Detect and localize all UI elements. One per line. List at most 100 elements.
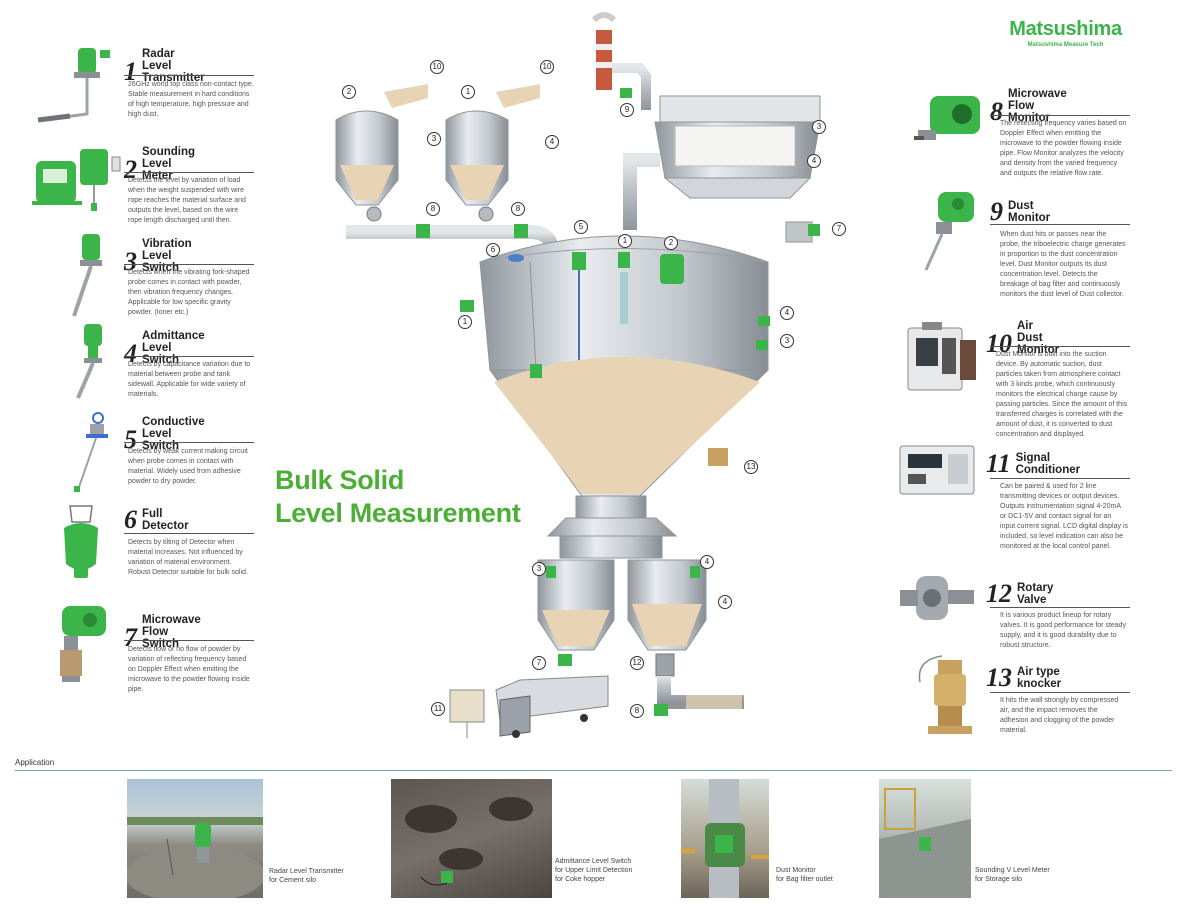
application-caption: Sounding V Level Meter for Storage silo: [975, 866, 1050, 884]
flow-monitor-image: [914, 96, 980, 140]
item-title-line2: Air type knocker: [1017, 666, 1062, 690]
application-photo-coke-hopper: [391, 779, 552, 898]
caption-line: for Coke hopper: [555, 876, 606, 883]
callout-badge: 6: [486, 243, 500, 257]
item-number: 10: [986, 329, 1012, 358]
callout-badge: 1: [461, 85, 475, 99]
application-divider: [15, 770, 1172, 771]
item-divider: [990, 692, 1130, 693]
item-description: It is various product lineup for rotary …: [1000, 612, 1127, 649]
item-title-line1: Microwave: [142, 614, 201, 626]
caption-line: for Cement silo: [269, 877, 317, 884]
item-number: 3: [124, 247, 137, 276]
dust-monitor-image: [924, 192, 974, 271]
callout-badge: 8: [511, 202, 525, 216]
callout-badge: 9: [620, 103, 634, 117]
item-number: 4: [124, 339, 137, 368]
item-number: 11: [986, 449, 1011, 478]
item-divider: [124, 533, 254, 534]
callout-badge: 3: [427, 132, 441, 146]
callout-badge: 3: [532, 562, 546, 576]
page-title-line2: Level Measurement: [275, 498, 521, 528]
item-number: 12: [986, 579, 1012, 608]
item-number: 2: [124, 155, 137, 184]
callout-badge: 1: [458, 315, 472, 329]
item-title-line2: Flow Switch: [142, 626, 180, 650]
item-description: Detects by capacitance variation due to …: [128, 361, 251, 398]
plant-illustration: [335, 12, 821, 738]
item-number: 6: [124, 505, 137, 534]
admittance-switch-image: [76, 324, 102, 399]
page-title-line1: Bulk Solid: [275, 465, 405, 495]
brand-tagline: Matsushima Measure Tech: [1027, 42, 1104, 48]
item-number: 7: [124, 623, 137, 652]
item-title-line2: Signal Conditioner: [1015, 452, 1081, 476]
application-label: Application: [15, 758, 55, 767]
application-photo-cement-silo: [127, 779, 263, 898]
callout-badge: 4: [545, 135, 559, 149]
item-title-line2: Full Detector: [142, 508, 189, 532]
callout-badge: 7: [532, 656, 546, 670]
item-title-line1: Microwave: [1008, 88, 1067, 100]
callout-badge: 10: [430, 60, 444, 74]
application-caption: Dust Monitor for Bag filter outlet: [776, 866, 833, 884]
item-title-line2: Air Dust Monitor: [1017, 320, 1060, 356]
callout-badge: 2: [342, 85, 356, 99]
callout-badge: 4: [780, 306, 794, 320]
callout-badge: 5: [574, 220, 588, 234]
item-divider: [124, 172, 254, 173]
conductive-switch-image: [74, 412, 108, 492]
item-divider: [124, 264, 254, 265]
item-title-line2: Level Switch: [142, 428, 180, 452]
item-divider: [124, 356, 254, 357]
item-title-line1: Conductive: [142, 416, 205, 428]
callout-badge: 2: [664, 236, 678, 250]
callout-badge: 4: [700, 555, 714, 569]
callout-badge: 1: [618, 234, 632, 248]
item-divider: [990, 224, 1130, 225]
sounding-meter-image: [32, 149, 121, 211]
item-title-line2: Dust Monitor: [1008, 200, 1051, 224]
full-detector-image: [64, 505, 98, 578]
item-divider: [990, 115, 1130, 116]
caption-line: Admittance Level Switch: [555, 858, 632, 865]
callout-badge: 3: [812, 120, 826, 134]
item-description: Can be paired & used for 2 line transmit…: [1000, 483, 1129, 550]
item-number: 5: [124, 425, 137, 454]
radar-transmitter-image: [37, 48, 110, 123]
caption-line: Radar Level Transmitter: [269, 868, 344, 875]
item-divider: [124, 75, 254, 76]
item-description: 26GHz world top class non-contact type. …: [128, 81, 254, 118]
caption-line: for Bag filter outlet: [776, 876, 833, 883]
brand-logo: Matsushima Matsushima Measure Tech: [998, 18, 1133, 48]
item-description: Detects by tilting of Detector when mate…: [128, 539, 248, 576]
caption-line: for Upper Limit Detection: [555, 867, 633, 874]
callout-badge: 4: [718, 595, 732, 609]
item-description: It hits the wall strongly by compressed …: [1000, 697, 1119, 734]
item-description: Dust Monitor is built into the suction d…: [996, 351, 1128, 438]
page-title: Bulk Solid Level Measurement: [275, 464, 521, 530]
item-number: 9: [990, 197, 1003, 226]
vibration-switch-image: [72, 234, 102, 317]
item-divider: [124, 640, 254, 641]
item-description: The reflecting frequency varies based on…: [1000, 120, 1127, 177]
caption-line: Sounding V Level Meter: [975, 867, 1050, 874]
callout-badge: 12: [630, 656, 644, 670]
callout-badge: 4: [807, 154, 821, 168]
item-description: Detects by weak current making circuit w…: [128, 448, 248, 485]
item-number: 8: [990, 97, 1003, 126]
caption-line: Dust Monitor: [776, 867, 816, 874]
rotary-valve-image: [900, 576, 974, 620]
callout-badge: 8: [426, 202, 440, 216]
item-title-line2: Level Meter: [142, 158, 173, 182]
item-description: Detects when the vibrating fork-shaped p…: [128, 269, 250, 316]
item-title-line1: Radar: [142, 48, 175, 60]
callout-badge: 8: [630, 704, 644, 718]
item-description: Detects the level by variation of load w…: [128, 177, 246, 224]
air-dust-monitor-image: [907, 322, 976, 391]
callout-badge: 10: [540, 60, 554, 74]
item-title-line1: Admittance: [142, 330, 205, 342]
application-caption: Admittance Level Switch for Upper Limit …: [555, 857, 632, 884]
item-title-line2: Rotary Valve: [1017, 582, 1054, 606]
callout-badge: 11: [431, 702, 445, 716]
